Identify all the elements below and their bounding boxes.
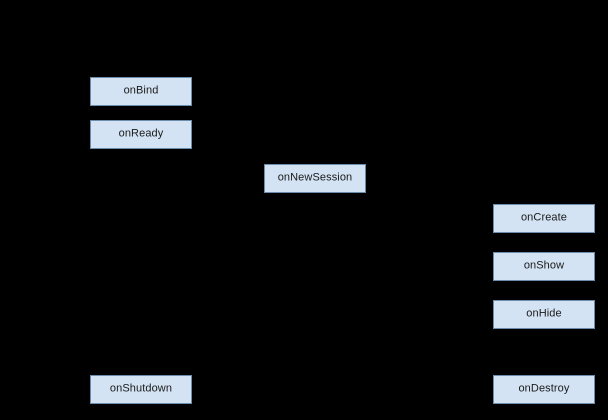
message-label-on-create: onCreate bbox=[520, 211, 568, 224]
message-box-on-create[interactable]: onCreate bbox=[493, 204, 595, 233]
message-label-on-show: onShow bbox=[523, 259, 565, 272]
lifeline-middle bbox=[315, 193, 316, 375]
message-box-on-hide[interactable]: onHide bbox=[493, 300, 595, 329]
message-box-on-show[interactable]: onShow bbox=[493, 252, 595, 281]
message-box-on-shutdown[interactable]: onShutdown bbox=[90, 375, 192, 404]
message-box-on-destroy[interactable]: onDestroy bbox=[493, 375, 595, 404]
message-label-on-new-session: onNewSession bbox=[277, 171, 353, 184]
message-label-on-ready: onReady bbox=[118, 127, 164, 140]
message-box-on-ready[interactable]: onReady bbox=[90, 120, 192, 149]
message-label-on-shutdown: onShutdown bbox=[109, 382, 173, 395]
message-box-on-new-session[interactable]: onNewSession bbox=[264, 164, 366, 193]
message-label-on-hide: onHide bbox=[526, 307, 562, 320]
lifeline-left bbox=[141, 106, 142, 375]
message-label-on-bind: onBind bbox=[123, 84, 159, 97]
message-label-on-destroy: onDestroy bbox=[518, 382, 570, 395]
message-box-on-bind[interactable]: onBind bbox=[90, 77, 192, 106]
